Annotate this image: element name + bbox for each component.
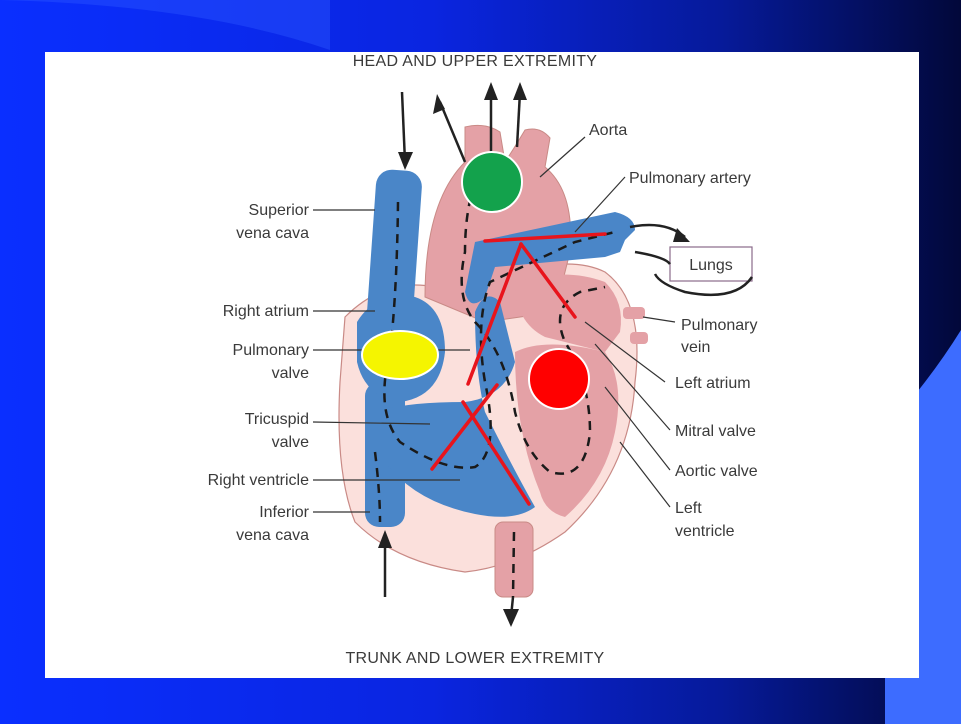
label-tricuspid-valve-2: valve [272,434,309,451]
label-mitral-valve: Mitral valve [675,423,756,440]
marker-red-circle [529,349,589,409]
label-left-ventricle: Left [675,500,702,517]
lungs-label: Lungs [689,257,733,274]
title-top: HEAD AND UPPER EXTREMITY [353,53,598,70]
marker-yellow-ellipse [362,331,438,379]
label-pulmonary-vein: Pulmonary [681,317,757,334]
marker-green-circle [462,152,522,212]
label-inferior-vena-cava: Inferior [259,504,309,521]
label-right-ventricle: Right ventricle [208,472,309,489]
label-right-atrium: Right atrium [223,303,309,320]
pulmonary-vein-stub [630,332,648,344]
label-pulmonary-vein-2: vein [681,339,710,356]
label-aortic-valve: Aortic valve [675,463,758,480]
pulmonary-vein-stub [623,307,645,319]
label-pulmonary-valve-2: valve [272,365,309,382]
label-pulmonary-valve: Pulmonary [233,342,309,359]
heart-diagram: HEAD AND UPPER EXTREMITY TRUNK AND LOWER… [45,52,919,678]
label-inferior-vena-cava-2: vena cava [236,527,309,544]
label-superior-vena-cava: Superior [249,202,310,219]
title-bottom: TRUNK AND LOWER EXTREMITY [345,650,604,667]
label-tricuspid-valve: Tricuspid [245,411,309,428]
diagram-card: HEAD AND UPPER EXTREMITY TRUNK AND LOWER… [45,52,919,678]
label-superior-vena-cava-2: vena cava [236,225,309,242]
label-left-atrium: Left atrium [675,375,751,392]
label-aorta: Aorta [589,122,627,139]
label-left-ventricle-2: ventricle [675,523,735,540]
label-pulmonary-artery: Pulmonary artery [629,170,751,187]
